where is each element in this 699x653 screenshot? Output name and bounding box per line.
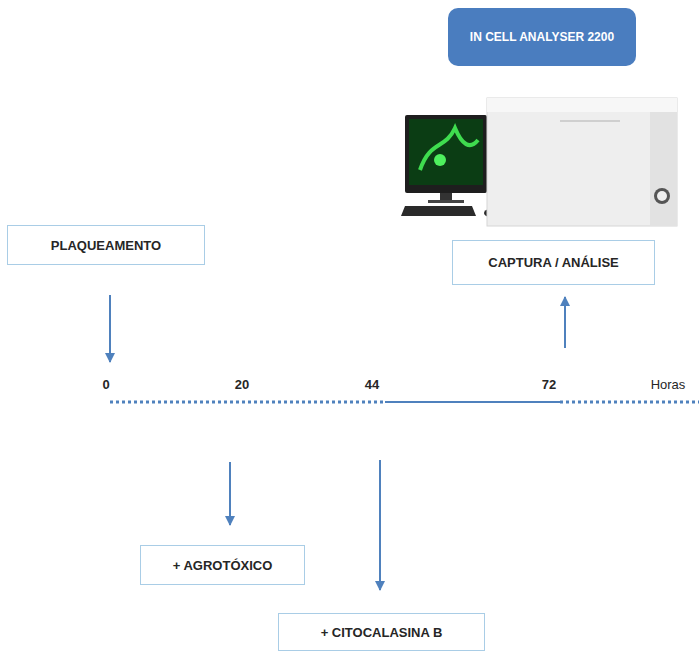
pointer-arrows: [110, 295, 565, 590]
step-box: CAPTURA / ANÁLISE: [452, 240, 655, 285]
time-tick: 20: [235, 377, 249, 392]
step-box: + AGROTÓXICO: [140, 545, 305, 585]
step-box: + CITOCALASINA B: [278, 613, 485, 651]
time-tick: 44: [365, 377, 379, 392]
instrument-box: IN CELL ANALYSER 2200: [448, 8, 636, 66]
computer-illustration: [401, 98, 677, 226]
box-text: CAPTURA / ANÁLISE: [480, 255, 626, 270]
box-text: IN CELL ANALYSER 2200: [462, 30, 622, 44]
time-tick: 0: [102, 377, 109, 392]
box-text: + CITOCALASINA B: [313, 625, 451, 640]
box-text: + AGROTÓXICO: [165, 558, 281, 573]
axis-unit: Horas: [651, 377, 686, 392]
timeline: [110, 402, 699, 403]
step-box: PLAQUEAMENTO: [7, 225, 205, 265]
box-text: PLAQUEAMENTO: [43, 238, 169, 253]
time-tick: 72: [542, 377, 556, 392]
